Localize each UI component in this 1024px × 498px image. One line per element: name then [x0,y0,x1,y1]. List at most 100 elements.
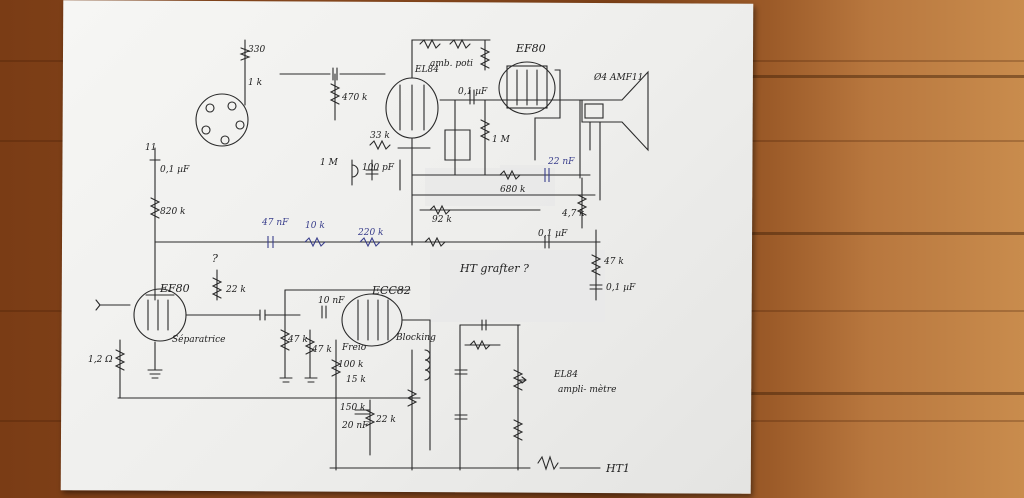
resistor-47k-b [304,329,316,379]
resistor-820k [149,197,161,219]
resistor-33k [369,139,391,151]
resistor-mid [424,236,446,248]
wire-el84-cathode [397,137,431,169]
ground-icon [147,341,163,379]
cap-47nf [267,236,274,248]
label-el84-top: EL84 [414,65,439,75]
label-r-220k: 220 k [357,228,384,238]
transformer-block [444,99,471,176]
input-arrow-icon [95,299,101,311]
resistor-top [419,38,441,50]
wire-ef80-plate-out [534,69,561,161]
resistor-100k [330,339,342,471]
resistor-top-2 [449,38,471,50]
resistor-12ohm [114,349,126,371]
label-r-330: 330 [248,45,265,55]
wire-lower-right [459,319,521,331]
label-c-47nf: 47 nF [261,218,289,228]
wire-blocking [401,319,431,451]
label-ef80: EF80 [159,282,190,295]
cap-100pf [365,159,379,181]
label-ecc82: ECC82 [371,284,411,297]
label-n-11: 11 [145,143,156,153]
label-r-10k: 10 k [305,221,325,231]
cap-lower-2 [454,414,468,420]
coupling-cap [259,309,266,321]
label-pot-adj: amb. poti [430,59,473,69]
resistor-lower [406,349,418,471]
resistor-10k [304,236,326,248]
cap-20nf [354,409,371,415]
resistor-47k-a [279,329,291,351]
cap-22nf [544,168,550,182]
label-r-150k: 150 k [340,403,366,413]
cap-lower [454,369,468,375]
crt-deflection [584,103,604,119]
label-c-100pf: 100 pF [362,163,395,173]
ef80-electrodes [145,294,175,331]
resistor-22k-b [364,399,376,456]
ground-icon [279,377,293,383]
label-r-47k-right: 47 k [603,257,624,267]
resistor-4k7 [576,177,588,229]
resistor-1m [479,99,491,176]
label-r-1m5: 1 M [320,158,339,168]
label-ht-question: HT grafter ? [459,262,529,275]
smudge-area [430,250,605,322]
label-r-1k: 1 k [248,78,262,88]
label-r-1m: 1 M [492,135,511,145]
label-r-12ohm: 1,2 Ω [88,355,113,365]
label-r-4k7: 4,7 k [561,209,585,219]
label-crt: Ø4 AMF11 [593,72,643,83]
label-r-47k-a: 47 k [287,335,308,345]
ef80-top-tube [498,61,556,115]
label-c-01uf-right: 0,1 µF [606,283,636,293]
label-c-01uf-mid: 0,1 µF [538,229,568,239]
label-ht1: HT1 [605,462,630,475]
label-r-470k: 470 k [341,93,368,103]
resistor-680k [499,169,521,181]
el84-electrodes [399,84,425,131]
label-r-15k: 15 k [346,375,366,385]
resistor-470k [329,83,341,105]
label-ef80-top: EF80 [515,42,546,55]
label-c-22nf: 22 nF [547,157,575,167]
resistor-47k-right [590,254,602,276]
label-r-22k: 22 k [225,285,246,295]
ef80-top-electrodes [516,69,538,106]
cap-01uf-top [469,89,475,105]
pot-wiper-icon [517,376,527,384]
resistor-el84-bottom [512,419,524,441]
label-r-92k: 92 k [432,215,452,225]
cap-01uf-mid [544,235,550,249]
resistor-ht [537,455,559,471]
cap-10nf [321,305,327,319]
label-r-100k: 100 k [338,360,364,370]
plank-seam [750,392,1024,395]
label-r-22k-b: 22 k [375,415,396,425]
cap-01uf-right [589,284,603,290]
cap-electrolytic [351,159,359,186]
ecc82-tube [341,293,403,347]
crt-tube-icon [581,70,649,152]
label-r-680k: 680 k [500,185,526,195]
ef80-shield [506,65,548,109]
ef80-tube [133,288,187,342]
resistor-220k [359,236,381,248]
wire-el84-anode [411,39,491,79]
plank-seam [750,232,1024,235]
resistor-22k [211,277,223,299]
label-c-20nf: 20 nF [341,421,369,431]
label-c-10nf: 10 nF [318,296,345,306]
label-blocking: Blocking [395,333,436,343]
ground-icon [304,377,318,383]
label-r-820k: 820 k [160,207,186,217]
resistor-330 [239,47,251,61]
label-el84-note: ampli- mètre [558,384,616,395]
blocking-transformer [424,349,431,381]
label-freio: Freio [341,343,367,353]
label-r-47k-b: 47 k [311,345,332,355]
plank-seam [750,75,1024,78]
